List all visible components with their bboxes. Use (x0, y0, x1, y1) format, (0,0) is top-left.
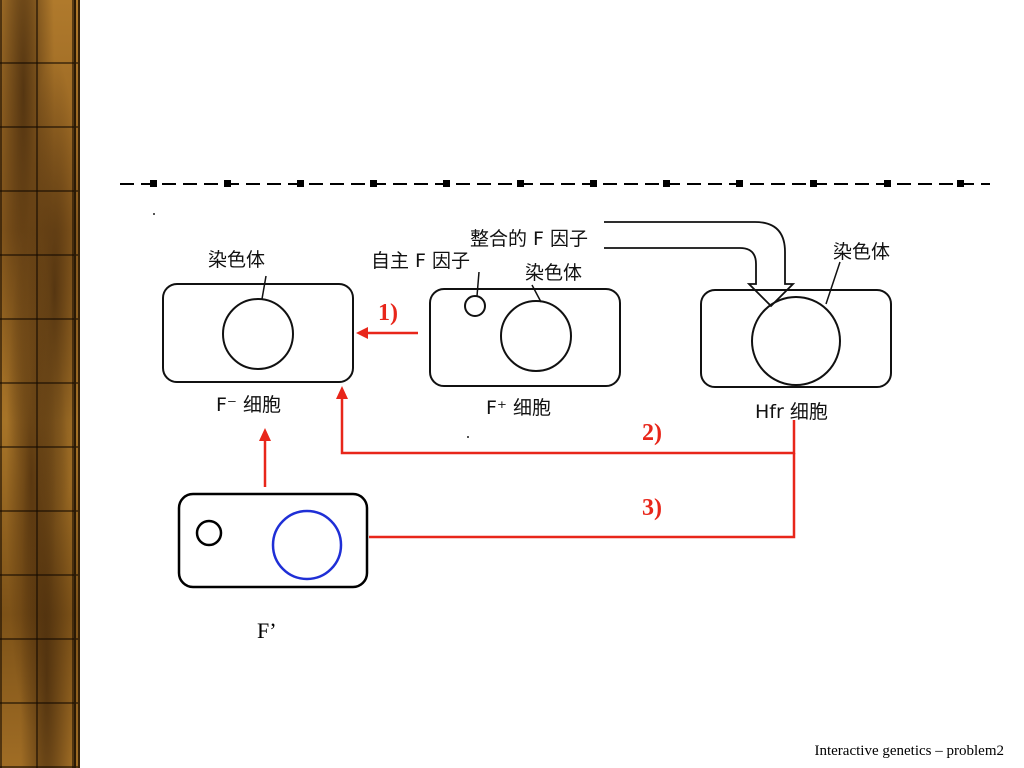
sidebar-edge (74, 0, 76, 768)
step-3-label: 3) (642, 495, 662, 521)
red-arrows (263, 331, 796, 539)
footer-caption: Interactive genetics – problem2 (814, 743, 1004, 759)
f-prime-plasmid-icon (195, 519, 223, 547)
speck (153, 213, 155, 215)
hfr-cell (700, 261, 892, 388)
f-minus-cell-label: F⁻ 细胞 (216, 394, 281, 416)
f-prime-label: F’ (257, 618, 277, 643)
f-minus-cell (162, 275, 354, 383)
hfr-cell-label: Hfr 细胞 (755, 401, 828, 423)
f-plus-chromosome-label: 染色体 (525, 262, 582, 284)
f-prime-cell (177, 492, 369, 589)
f-minus-chromosome-label: 染色体 (208, 249, 265, 271)
speck (467, 436, 469, 438)
integration-arrow-icon (604, 221, 796, 308)
decorative-sidebar (0, 0, 80, 768)
f-prime-chromosome-icon (271, 509, 343, 581)
step-2-label: 2) (642, 420, 662, 446)
autonomous-f-plasmid-icon (464, 295, 486, 317)
f-plus-cell-label: F⁺ 细胞 (486, 397, 551, 419)
red-arrowheads (259, 327, 368, 441)
autonomous-f-label: 自主 F 因子 (371, 250, 470, 272)
hfr-chromosome-label: 染色体 (833, 241, 890, 263)
step-1-label: 1) (378, 300, 398, 326)
integrated-f-label: 整合的 F 因子 (470, 228, 588, 250)
f-plus-cell (429, 271, 621, 387)
header-divider (120, 180, 990, 187)
